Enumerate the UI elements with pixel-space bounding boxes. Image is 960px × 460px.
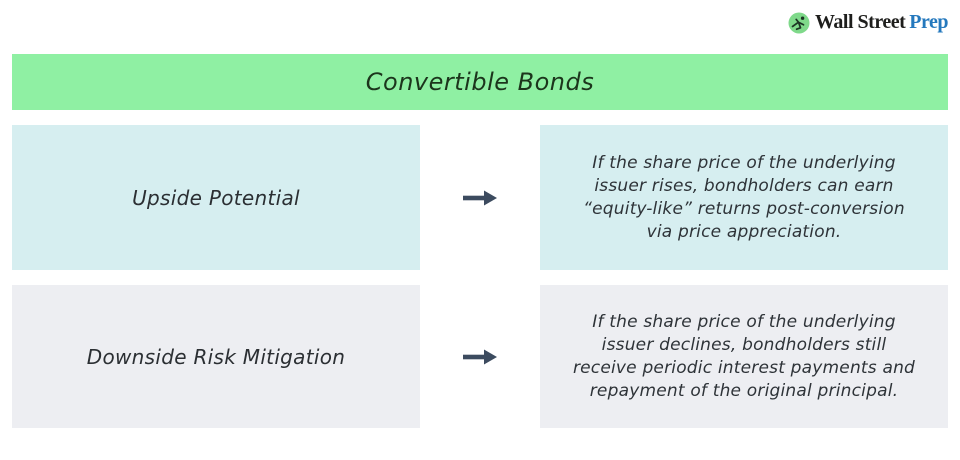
brand-wall-street: Wall Street	[815, 11, 906, 33]
description-text: If the share price of the underlying iss…	[572, 311, 916, 401]
row-downside-risk-mitigation: Downside Risk Mitigation If the share pr…	[12, 285, 948, 428]
label-box-upside-potential: Upside Potential	[12, 125, 420, 270]
description-box-upside-potential: If the share price of the underlying iss…	[540, 125, 948, 270]
label-text: Upside Potential	[132, 185, 300, 210]
title-banner: Convertible Bonds	[12, 54, 948, 110]
label-box-downside-risk-mitigation: Downside Risk Mitigation	[12, 285, 420, 428]
label-text: Downside Risk Mitigation	[86, 344, 346, 369]
description-box-downside-risk-mitigation: If the share price of the underlying iss…	[540, 285, 948, 428]
brand-prep: Prep	[909, 11, 948, 33]
page-title: Convertible Bonds	[365, 68, 595, 96]
runner-in-green-circle-icon	[788, 12, 810, 33]
description-text: If the share price of the underlying iss…	[583, 152, 905, 242]
right-arrow-icon	[463, 190, 497, 205]
row-upside-potential: Upside Potential If the share price of t…	[12, 125, 948, 270]
right-arrow-icon	[463, 349, 497, 364]
arrow-zone	[420, 125, 540, 270]
arrow-zone	[420, 285, 540, 428]
